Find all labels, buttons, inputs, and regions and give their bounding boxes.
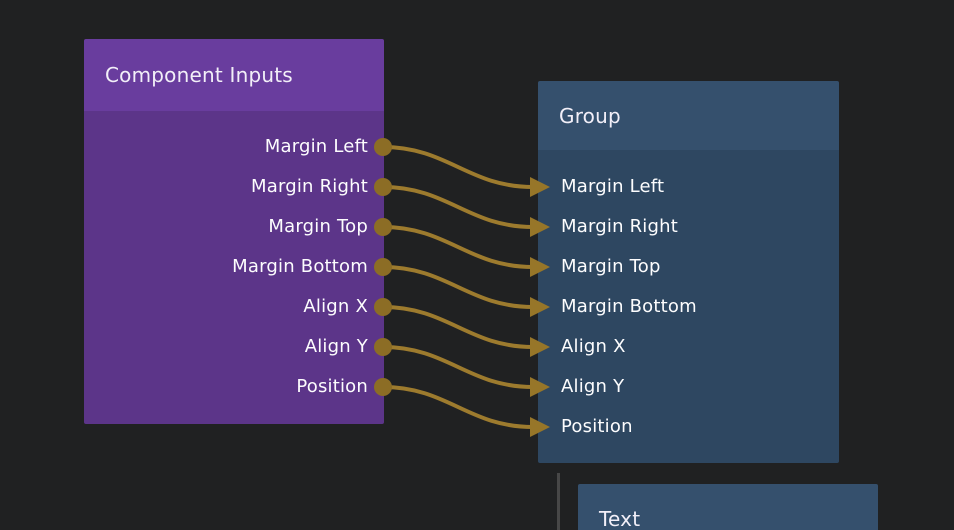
node-group-body: Margin Left Margin Right Margin Top Marg… [538,150,839,463]
node-component-inputs-body: Margin Left Margin Right Margin Top Marg… [84,111,384,424]
input-label-margin-top: Margin Top [561,256,661,277]
input-label-align-x: Align X [561,336,626,357]
node-group-header[interactable]: Group [538,81,839,150]
output-row-align-x[interactable]: Align X [84,287,384,327]
input-row-margin-bottom[interactable]: Margin Bottom [538,287,839,327]
output-label-margin-left: Margin Left [264,136,368,157]
node-text-title: Text [599,507,641,530]
output-row-position[interactable]: Position [84,367,384,407]
node-group[interactable]: Group Margin Left Margin Right Margin To… [538,81,839,463]
input-label-margin-left: Margin Left [561,176,665,197]
input-label-position: Position [561,416,633,437]
output-label-margin-right: Margin Right [250,176,368,197]
output-label-margin-top: Margin Top [268,216,368,237]
node-component-inputs[interactable]: Component Inputs Margin Left Margin Righ… [84,39,384,424]
input-row-align-x[interactable]: Align X [538,327,839,367]
hierarchy-connector-line [557,473,560,530]
wire-margin-top[interactable] [381,225,535,269]
wire-align-x[interactable] [381,305,535,349]
node-text[interactable]: Text [578,484,878,530]
node-text-header[interactable]: Text [578,484,878,530]
input-row-margin-top[interactable]: Margin Top [538,247,839,287]
output-row-margin-left[interactable]: Margin Left [84,127,384,167]
input-label-margin-bottom: Margin Bottom [561,296,697,317]
node-group-title: Group [559,103,621,128]
input-label-align-y: Align Y [561,376,625,397]
wire-margin-left[interactable] [381,145,535,189]
input-row-margin-right[interactable]: Margin Right [538,207,839,247]
output-row-margin-bottom[interactable]: Margin Bottom [84,247,384,287]
input-label-margin-right: Margin Right [561,216,679,237]
output-row-align-y[interactable]: Align Y [84,327,384,367]
output-label-margin-bottom: Margin Bottom [232,256,368,277]
output-row-margin-top[interactable]: Margin Top [84,207,384,247]
node-component-inputs-title: Component Inputs [105,63,293,87]
output-label-position: Position [296,376,368,397]
input-row-margin-left[interactable]: Margin Left [538,167,839,207]
wire-position[interactable] [381,385,535,429]
wire-margin-bottom[interactable] [381,265,535,309]
output-label-align-y: Align Y [304,336,368,357]
input-row-position[interactable]: Position [538,407,839,447]
node-component-inputs-header[interactable]: Component Inputs [84,39,384,111]
output-label-align-x: Align X [303,296,368,317]
wire-margin-right[interactable] [381,185,535,229]
output-row-margin-right[interactable]: Margin Right [84,167,384,207]
input-row-align-y[interactable]: Align Y [538,367,839,407]
wire-align-y[interactable] [381,345,535,389]
